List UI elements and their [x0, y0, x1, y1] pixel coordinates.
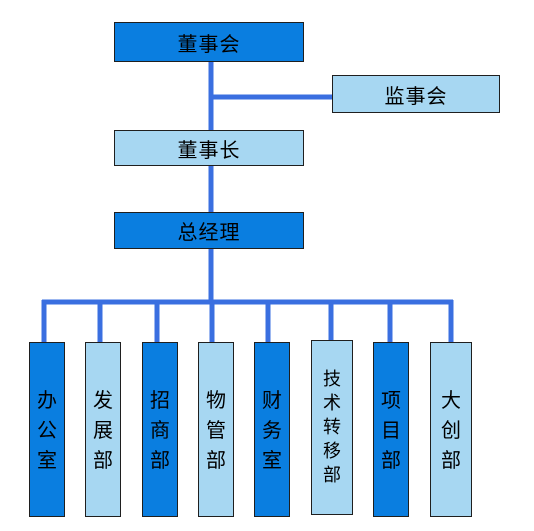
department-label: 财务室	[262, 387, 282, 472]
department-label: 办公室	[37, 387, 57, 472]
general-manager-node: 总经理	[114, 212, 304, 249]
department-node-5: 财务室	[254, 342, 290, 517]
board-node: 董事会	[114, 22, 304, 62]
chairman-node: 董事长	[114, 130, 304, 166]
department-node-2: 发展部	[85, 342, 121, 517]
general-manager-label: 总经理	[177, 220, 241, 244]
department-node-1: 办公室	[29, 342, 65, 517]
supervisors-node: 监事会	[332, 75, 500, 113]
department-node-6: 技术转移部	[311, 340, 353, 515]
department-label: 项目部	[381, 387, 401, 472]
department-node-7: 项目部	[373, 342, 409, 517]
department-node-4: 物管部	[198, 342, 234, 517]
supervisors-label: 监事会	[384, 83, 448, 108]
board-label: 董事会	[177, 31, 241, 56]
department-node-3: 招商部	[142, 342, 178, 517]
department-label: 发展部	[93, 387, 113, 472]
department-label: 招商部	[150, 387, 170, 472]
chairman-label: 董事长	[177, 137, 241, 162]
department-node-8: 大创部	[430, 342, 472, 517]
department-label: 技术转移部	[323, 368, 341, 486]
department-label: 物管部	[206, 387, 226, 472]
department-label: 大创部	[441, 387, 461, 472]
